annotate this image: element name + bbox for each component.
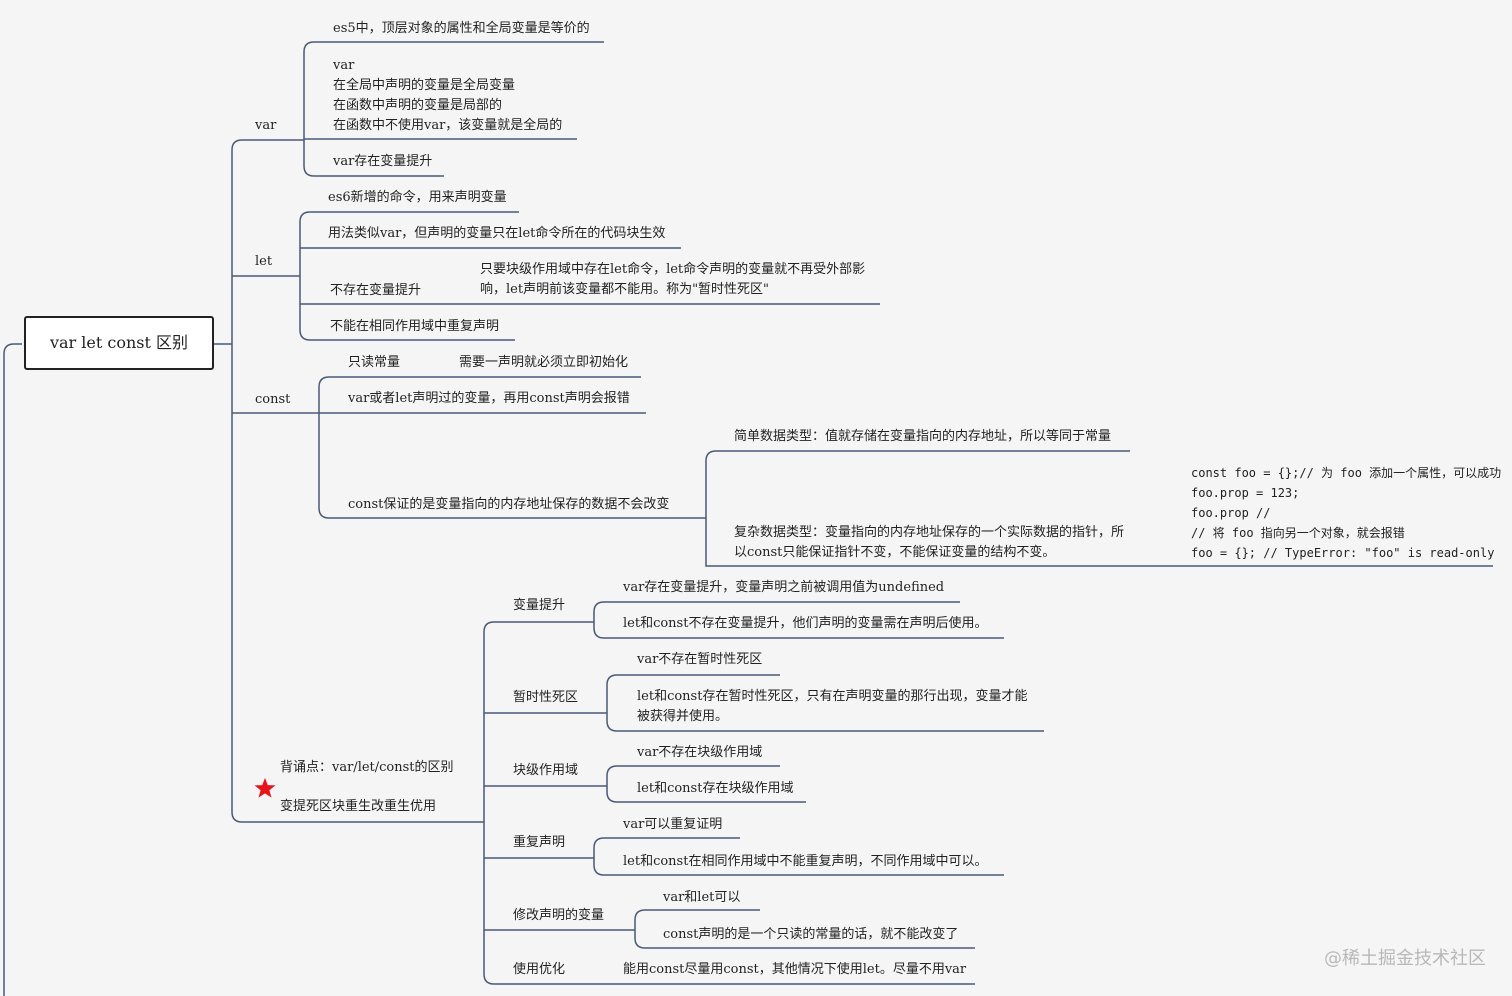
let-tdz-note: 只要块级作用域中存在let命令，let命令声明的变量就不再受外部影 响，let声…	[480, 262, 866, 297]
const-readonly: 只读常量	[348, 355, 401, 370]
group-block-item: var不存在块级作用域	[637, 745, 763, 760]
group-redeclare-label: 重复声明	[513, 835, 566, 850]
group-hoisting-label: 变量提升	[513, 598, 566, 613]
let-item-new-command: es6新增的命令，用来声明变量	[328, 190, 507, 205]
group-tdz-item: let和const存在暂时性死区，只有在声明变量的那行出现，变量才能 被获得并使…	[637, 689, 1028, 724]
let-item-no-redeclare: 不能在相同作用域中重复声明	[330, 319, 500, 334]
summary-title: 背诵点：var/let/const的区别	[280, 760, 454, 775]
group-tdz-item: var不存在暂时性死区	[637, 652, 763, 667]
summary-mnemonic: 变提死区块重生改重生优用	[280, 799, 437, 814]
connector-group	[3, 41, 1493, 996]
const-readonly-note: 需要一声明就必须立即初始化	[459, 355, 629, 370]
root-node[interactable]: var let const 区别	[24, 316, 214, 370]
group-modify-item: var和let可以	[663, 890, 741, 905]
group-hoisting-item: let和const不存在变量提升，他们声明的变量需在声明后使用。	[623, 616, 988, 631]
group-hoisting-item: var存在变量提升，变量声明之前被调用值为undefined	[623, 580, 945, 595]
var-item-global-equiv: es5中，顶层对象的属性和全局变量是等价的	[333, 21, 590, 36]
const-address: const保证的是变量指向的内存地址保存的数据不会改变	[348, 497, 670, 512]
var-item-scope: var 在全局中声明的变量是全局变量 在函数中声明的变量是局部的 在函数中不使用…	[333, 58, 563, 133]
red-star-icon	[254, 777, 276, 799]
root-label: var let const 区别	[49, 333, 189, 352]
group-modify-item: const声明的是一个只读的常量的话，就不能改变了	[663, 927, 959, 942]
watermark: @稀土掘金技术社区	[1324, 948, 1486, 969]
const-simple-type: 简单数据类型：值就存储在变量指向的内存地址，所以等同于常量	[734, 429, 1112, 444]
group-block-label: 块级作用域	[513, 763, 579, 778]
group-block-item: let和const存在块级作用域	[637, 781, 794, 796]
let-item-no-hoisting: 不存在变量提升	[330, 283, 422, 298]
group-usage-label: 使用优化	[513, 962, 566, 977]
group-usage-item: 能用const尽量用const，其他情况下使用let。尽量不用var	[623, 962, 967, 977]
group-modify-label: 修改声明的变量	[513, 908, 605, 923]
var-item-hoisting: var存在变量提升	[333, 154, 433, 169]
group-redeclare-item: let和const在相同作用域中不能重复声明，不同作用域中可以。	[623, 854, 988, 869]
group-redeclare-item: var可以重复证明	[623, 817, 723, 832]
const-complex-type: 复杂数据类型：变量指向的内存地址保存的一个实际数据的指针，所 以const只能保…	[734, 525, 1125, 560]
const-branch-label: const	[255, 392, 291, 407]
let-branch-label: let	[255, 254, 273, 269]
var-branch-label: var	[255, 118, 277, 133]
let-item-block-scope: 用法类似var，但声明的变量只在let命令所在的代码块生效	[328, 226, 666, 241]
const-code-example: const foo = {};// 为 foo 添加一个属性，可以成功 foo.…	[1191, 466, 1502, 560]
const-redeclare-error: var或者let声明过的变量，再用const声明会报错	[348, 391, 630, 406]
group-tdz-label: 暂时性死区	[513, 690, 579, 705]
